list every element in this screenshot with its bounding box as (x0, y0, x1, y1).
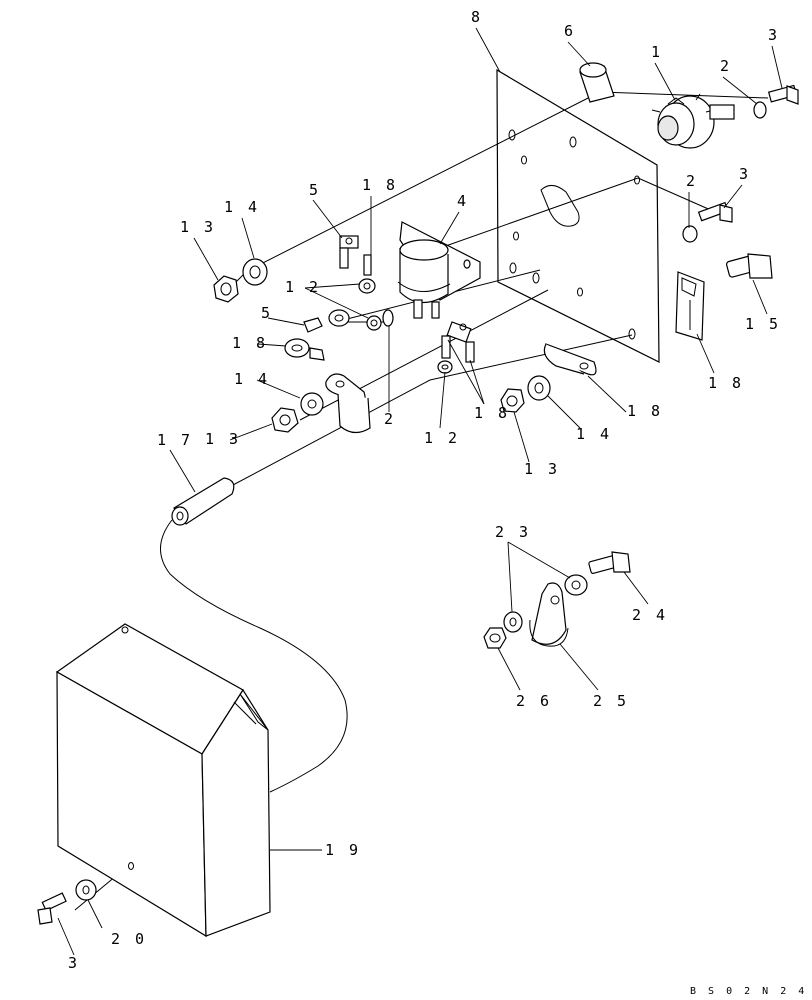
callout-c15: 1 5 (745, 315, 781, 333)
callout-c14c: 1 4 (576, 425, 612, 443)
callout-c3b: 3 (739, 165, 751, 183)
rotary-switch (651, 93, 735, 149)
callout-c2c: 2 (384, 410, 396, 428)
callout-labels: 1 2 3 6 8 4 2 3 1 5 1 8 5 1 8 1 4 1 3 1 2 5 1 8 1 4 1 3 1 7… (68, 8, 781, 972)
callout-c18a: 1 8 (708, 374, 744, 392)
callout-c3a: 3 (768, 26, 780, 44)
callout-c1: 1 (651, 43, 663, 61)
callout-c19: 1 9 (325, 841, 361, 859)
nut-center (437, 360, 453, 374)
ring-terminal (284, 338, 325, 361)
callout-c20: 2 0 (111, 930, 147, 948)
connector (675, 271, 705, 341)
callout-c25: 2 5 (593, 692, 629, 710)
callout-c18d: 1 8 (474, 404, 510, 422)
callout-c3c: 3 (68, 954, 80, 972)
nut-left-upper (213, 275, 239, 303)
callout-c26: 2 6 (516, 692, 552, 710)
callout-c24: 2 4 (632, 606, 668, 624)
nut-left-lower (271, 407, 299, 433)
drawing-code: B S 0 2 N 2 4 8 (690, 986, 812, 997)
callout-c12b: 1 2 (424, 429, 460, 447)
leader-lines (57, 27, 783, 956)
washer-upper (753, 101, 767, 119)
callout-c13c: 1 3 (524, 460, 560, 478)
spacer (579, 62, 615, 103)
eye-terminal-lower (303, 309, 350, 333)
bolt-middle (697, 201, 733, 223)
callout-c13a: 1 3 (180, 218, 216, 236)
nut-mid (366, 315, 382, 331)
washer-23-upper (564, 574, 588, 596)
callout-c4: 4 (457, 192, 469, 210)
callout-c17: 1 7 (157, 431, 193, 449)
washer-bottom (75, 879, 97, 901)
washer-left-lower (300, 392, 324, 416)
terminal-upper (339, 235, 372, 276)
bolt-24 (588, 551, 631, 574)
relay (397, 221, 481, 319)
p-clamp-left (325, 373, 371, 434)
callout-c18c: 1 8 (232, 334, 268, 352)
p-clamp-right (543, 343, 597, 376)
sleeve (171, 477, 235, 526)
bolt-upper (767, 84, 799, 105)
p-clamp-25 (529, 582, 569, 647)
callout-c12a: 1 2 (285, 278, 321, 296)
enclosure (55, 623, 271, 938)
washer-right (527, 375, 551, 401)
callout-c18b: 1 8 (362, 176, 398, 194)
callout-c5a: 5 (309, 181, 321, 199)
terminal-center (441, 321, 475, 363)
washer-middle (682, 225, 698, 243)
callout-c23: 2 3 (495, 523, 531, 541)
washer-left-upper (242, 258, 268, 286)
bolt-bottom (37, 892, 67, 925)
callout-c13b: 1 3 (205, 430, 241, 448)
nut-right (500, 388, 525, 413)
washer-23-lower (503, 611, 523, 633)
nut-upper (358, 278, 376, 294)
washer-mid (382, 309, 394, 327)
callout-c6: 6 (564, 22, 576, 40)
large-bolt (726, 253, 773, 279)
callout-c5b: 5 (261, 304, 273, 322)
callout-c2a: 2 (720, 57, 732, 75)
callout-c2b: 2 (686, 172, 698, 190)
callout-c14b: 1 4 (234, 370, 270, 388)
callout-c14a: 1 4 (224, 198, 260, 216)
mounting-plate (496, 68, 660, 363)
cable (160, 519, 348, 793)
nut-26 (483, 627, 507, 649)
callout-c8: 8 (471, 8, 483, 26)
callout-c18e: 1 8 (627, 402, 663, 420)
